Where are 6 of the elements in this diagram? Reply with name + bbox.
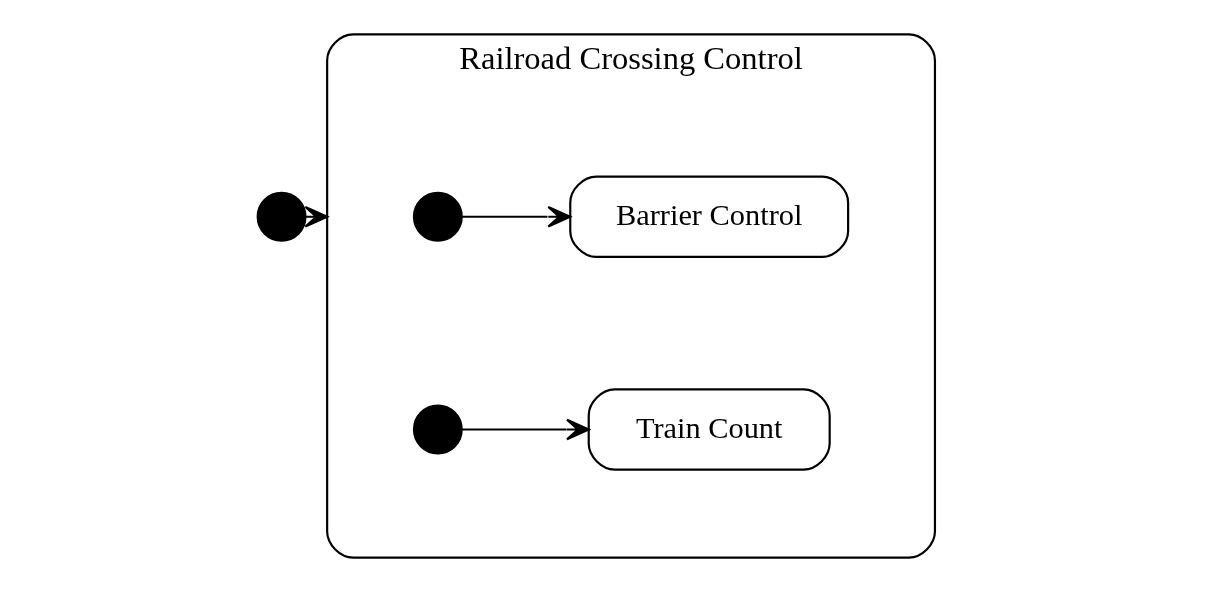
node-circle (412, 404, 463, 455)
node-box: Barrier Control (568, 175, 849, 258)
arrow (461, 205, 571, 228)
arrow (461, 418, 590, 441)
node-circle (412, 191, 463, 242)
node-box: Train Count (587, 388, 831, 471)
